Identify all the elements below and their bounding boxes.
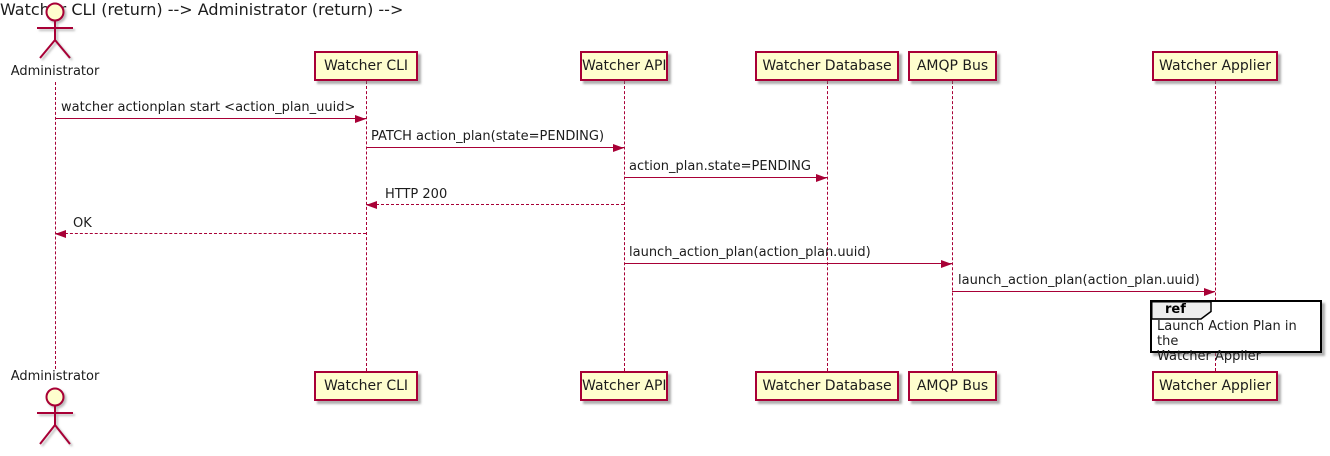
ref-fragment: ref Launch Action Plan in the Watcher Ap… [1150,300,1322,364]
arrowhead-right-icon [355,115,366,123]
message-7-label: launch_action_plan(action_plan.uuid) [958,273,1200,288]
ref-keyword: ref [1165,302,1186,317]
lifeline-administrator [55,82,56,369]
message-6-arrow [624,260,952,268]
message-3-label: action_plan.state=PENDING [629,159,811,174]
participant-box-watcher-cli-top: Watcher CLI [314,51,418,81]
participant-box-watcher-database-bottom: Watcher Database [755,371,899,401]
arrowhead-right-icon [613,144,624,152]
lifeline-watcher-api [624,81,625,371]
message-5-arrow [55,230,366,238]
participant-box-watcher-applier-bottom: Watcher Applier [1152,371,1278,401]
message-6-label: launch_action_plan(action_plan.uuid) [629,245,871,260]
lifeline-amqp-bus [952,81,953,371]
lifeline-watcher-database [827,81,828,371]
message-4-label: HTTP 200 [385,187,448,202]
participant-box-amqp-bus-bottom: AMQP Bus [908,371,997,401]
message-2-label: PATCH action_plan(state=PENDING) [371,129,605,144]
participant-box-watcher-api-bottom: Watcher API [580,371,668,401]
participant-box-watcher-database-top: Watcher Database [755,51,899,81]
message-1-label: watcher actionplan start <action_plan_uu… [61,100,356,115]
participant-box-watcher-cli-bottom: Watcher CLI [314,371,418,401]
participant-box-watcher-applier-top: Watcher Applier [1152,51,1278,81]
actor-figure-icon [37,2,73,59]
actor-figure-icon [37,387,73,445]
ref-label: Launch Action Plan in the Watcher Applie… [1157,319,1297,364]
participant-box-watcher-api-top: Watcher API [580,51,668,81]
message-1-arrow [55,115,366,123]
lifeline-watcher-applier [1215,81,1216,371]
actor-label-bottom: Administrator [10,369,100,384]
actor-label-top: Administrator [10,64,100,79]
arrowhead-left-icon [366,201,377,209]
participant-box-amqp-bus-top: AMQP Bus [908,51,997,81]
arrowhead-left-icon [55,230,66,238]
arrowhead-right-icon [1204,288,1215,296]
message-5-label: OK [73,216,92,231]
message-4-arrow [366,201,624,209]
message-3-arrow [624,174,827,182]
lifeline-watcher-cli [366,81,367,371]
message-7-arrow [952,288,1215,296]
arrowhead-right-icon [816,174,827,182]
ref-tab-icon [1151,301,1212,320]
arrowhead-right-icon [941,260,952,268]
message-2-arrow [366,144,624,152]
